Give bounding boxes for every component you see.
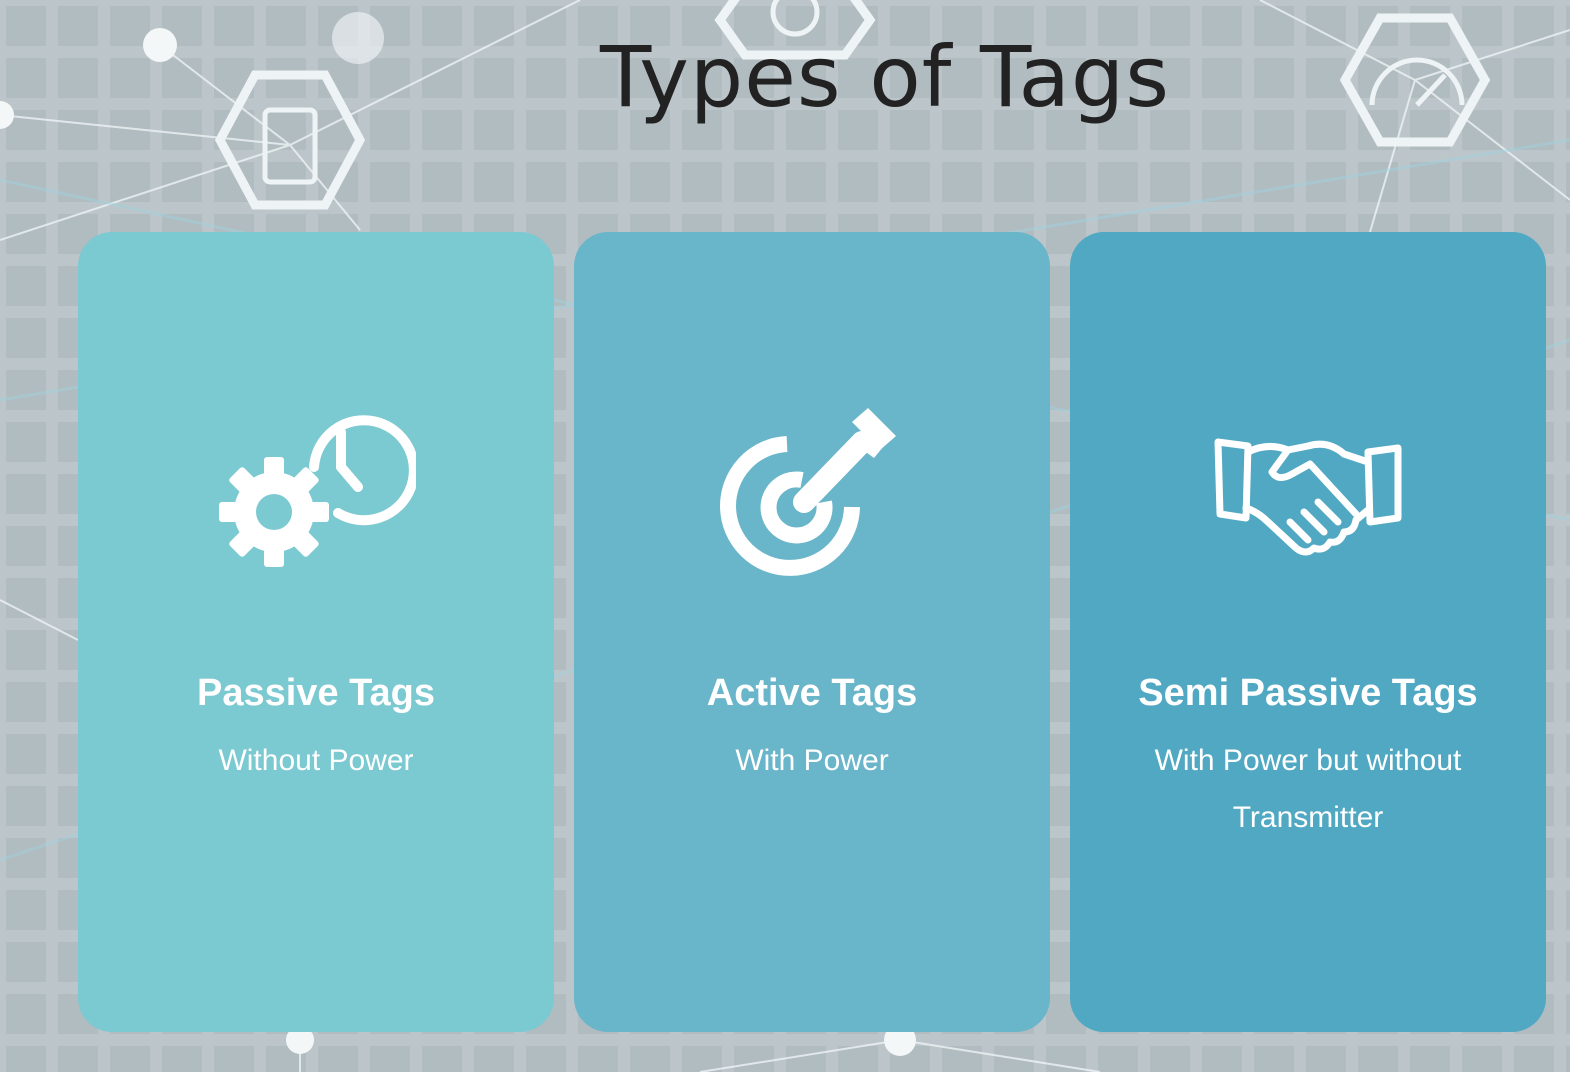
card-active-tags: Active Tags With Power [574,232,1050,1032]
card-semi-passive-tags: Semi Passive Tags With Power but without… [1070,232,1546,1032]
handshake-icon [1214,438,1402,556]
gear-clock-icon [219,415,416,567]
card-subtitle: Without Power [218,744,414,777]
target-arrow-icon [720,408,896,576]
card-heading: Active Tags [706,672,918,714]
card-subtitle: With Power but without Transmitter [1154,744,1462,834]
card-passive-tags: Passive Tags Without Power [78,232,554,1032]
page-title: Types of Tags [599,28,1171,126]
card-subtitle: With Power [735,744,889,777]
card-heading: Passive Tags [196,672,435,714]
card-heading: Semi Passive Tags [1138,672,1478,714]
